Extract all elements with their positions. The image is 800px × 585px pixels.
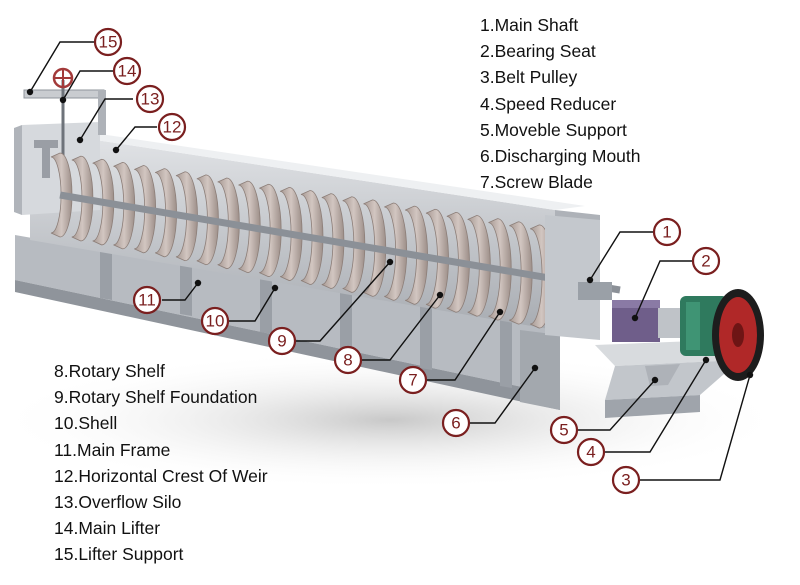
legend-item-belt-pulley: 3.Belt Pulley [480, 67, 578, 88]
callout-6: 6 [441, 408, 471, 438]
legend-item-overflow-silo: 13.Overflow Silo [54, 492, 182, 513]
callout-12: 12 [157, 112, 187, 142]
screw-blade-segment [384, 202, 408, 301]
screw-blade-segment [321, 193, 345, 289]
bearing-seat [612, 300, 688, 342]
belt-pulley [712, 289, 764, 381]
main-shaft [59, 191, 621, 294]
legend-item-main-frame: 11.Main Frame [54, 439, 171, 460]
svg-text:2: 2 [701, 252, 710, 271]
screw-blade-segment [446, 211, 470, 313]
callout-4: 4 [576, 437, 606, 467]
svg-text:7: 7 [408, 371, 417, 390]
callout-3: 3 [611, 465, 641, 495]
legend-item-shell: 10.Shell [54, 413, 118, 434]
svg-text:9: 9 [277, 332, 286, 351]
legend-parts-8-15: 8.Rotary Shelf 9.Rotary Shelf Foundation… [54, 358, 268, 568]
legend-item-discharging-mouth: 6.Discharging Mouth [480, 146, 641, 167]
legend-item-bearing-seat: 2.Bearing Seat [480, 41, 596, 62]
legend-parts-1-7: 1.Main Shaft 2.Bearing Seat 3.Belt Pulle… [480, 12, 641, 195]
callout-9: 9 [267, 326, 297, 356]
callout-7: 7 [398, 365, 428, 395]
legend-item-lifter-support: 15.Lifter Support [54, 544, 184, 565]
callout-11: 11 [132, 285, 162, 315]
legend-item-speed-reducer: 4.Speed Reducer [480, 93, 617, 114]
legend-item-rotary-shelf: 8.Rotary Shelf [54, 361, 165, 381]
svg-text:1: 1 [662, 223, 671, 242]
callout-14: 14 [112, 56, 142, 86]
callout-1: 1 [652, 217, 682, 247]
screw-blade-segment [405, 205, 428, 305]
callout-13: 13 [135, 84, 165, 114]
svg-text:6: 6 [451, 414, 460, 433]
callout-5: 5 [549, 415, 579, 445]
svg-text:14: 14 [118, 62, 137, 81]
svg-text:15: 15 [99, 33, 118, 52]
svg-text:8: 8 [343, 351, 352, 370]
screw-blade-segment [467, 215, 491, 317]
svg-text:12: 12 [163, 118, 182, 137]
screw-blade-segment [488, 218, 512, 321]
legend-item-rotary-shelf-foundation: 9.Rotary Shelf Foundation [54, 387, 258, 408]
legend-item-screw-blade: 7.Screw Blade [480, 172, 593, 193]
callout-15: 15 [93, 27, 123, 57]
callout-2: 2 [691, 246, 721, 276]
legend-item-main-shaft: 1.Main Shaft [480, 15, 579, 35]
svg-text:5: 5 [559, 421, 568, 440]
svg-text:3: 3 [621, 471, 630, 490]
leader-lines [26, 41, 754, 481]
legend-item-main-lifter: 14.Main Lifter [54, 518, 161, 539]
legend-item-moveble-support: 5.Moveble Support [480, 119, 627, 140]
svg-text:13: 13 [141, 90, 160, 109]
svg-text:4: 4 [586, 443, 595, 462]
end-housing [545, 215, 612, 340]
screw-blade-segment [509, 221, 533, 325]
callout-8: 8 [333, 345, 363, 375]
svg-text:11: 11 [138, 291, 156, 310]
legend-item-horizontal-crest-of-weir: 12.Horizontal Crest Of Weir [54, 465, 268, 486]
screw-blade-segment [300, 190, 324, 285]
callout-10: 10 [200, 306, 230, 336]
svg-text:10: 10 [206, 312, 225, 331]
screw-blade-segment [342, 196, 366, 293]
